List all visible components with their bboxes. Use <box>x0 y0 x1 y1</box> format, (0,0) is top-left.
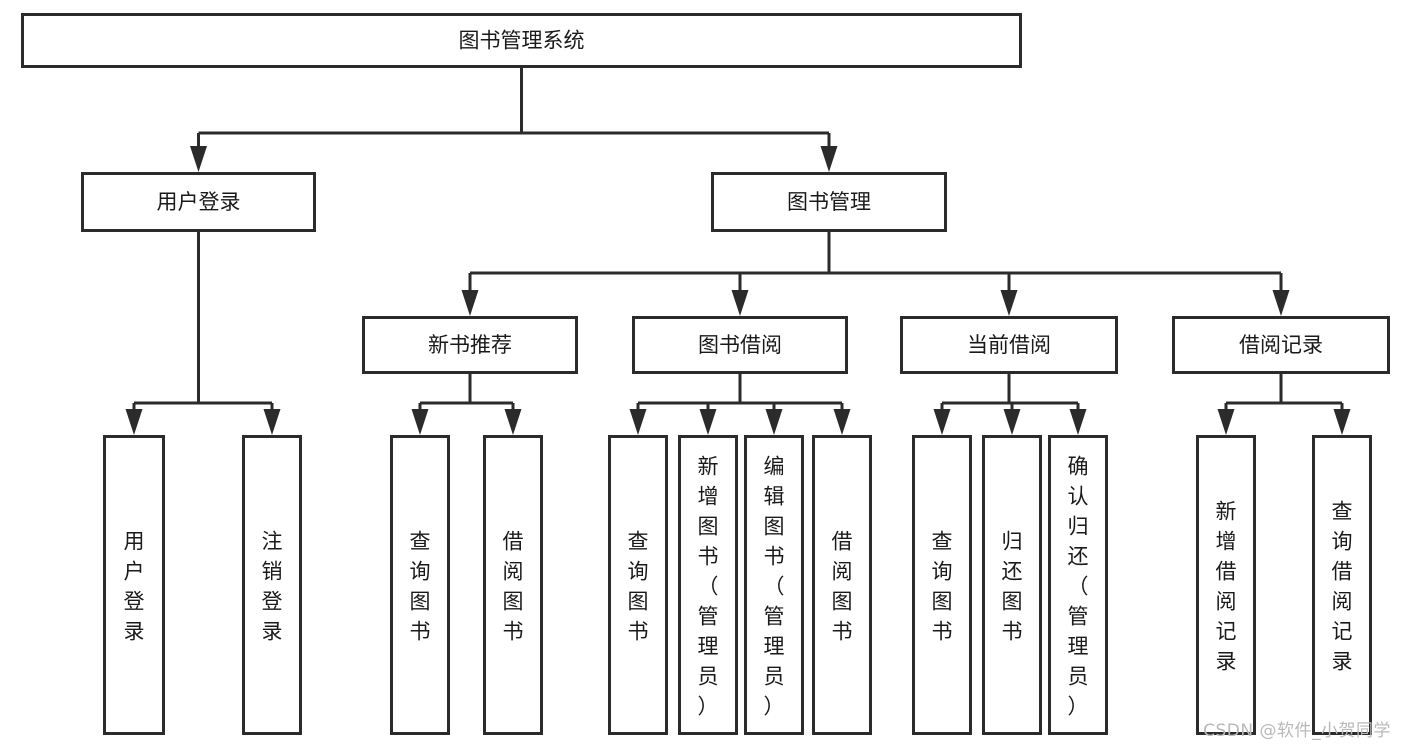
arrow-head-current-borrow <box>1000 290 1018 316</box>
arrow-head-new-book-rec <box>461 290 479 316</box>
node-leaf-add-book[interactable]: 新增图书（管理员） <box>678 435 738 735</box>
node-box-leaf-query-record <box>1312 435 1372 735</box>
node-label-leaf-edit-book: 编辑图书（管理员） <box>764 454 785 718</box>
node-label-leaf-logout: 注销登录 <box>262 529 283 643</box>
node-leaf-borrow-book-rec[interactable]: 借阅图书 <box>483 435 543 735</box>
arrow-head-leaf-add-book <box>699 409 717 435</box>
node-label-root: 图书管理系统 <box>459 29 585 53</box>
arrow-head-leaf-add-record <box>1217 409 1235 435</box>
node-label-leaf-query-book-rec: 查询图书 <box>410 529 431 643</box>
arrow-head-book-manage <box>820 146 838 172</box>
arrow-head-leaf-logout <box>263 409 281 435</box>
node-box-leaf-confirm-return <box>1048 435 1108 735</box>
node-label-user-login: 用户登录 <box>157 190 241 214</box>
node-box-leaf-add-record <box>1196 435 1256 735</box>
node-leaf-query-book-cur[interactable]: 查询图书 <box>912 435 972 735</box>
arrow-head-leaf-query-record <box>1333 409 1351 435</box>
node-box-book-manage <box>711 172 947 232</box>
node-box-leaf-borrow-book-rec <box>483 435 543 735</box>
arrow-head-leaf-user-login <box>125 409 143 435</box>
node-leaf-add-record[interactable]: 新增借阅记录 <box>1196 435 1256 735</box>
node-label-leaf-add-book: 新增图书（管理员） <box>698 454 719 718</box>
node-leaf-query-book-borrow[interactable]: 查询图书 <box>608 435 668 735</box>
node-box-user-login <box>81 172 316 232</box>
node-leaf-query-record[interactable]: 查询借阅记录 <box>1312 435 1372 735</box>
node-box-leaf-edit-book <box>744 435 804 735</box>
node-box-book-borrow <box>632 316 848 374</box>
node-leaf-user-login[interactable]: 用户登录 <box>103 435 165 735</box>
node-box-current-borrow <box>900 316 1118 374</box>
node-box-leaf-add-book <box>678 435 738 735</box>
node-box-borrow-record <box>1172 316 1390 374</box>
arrow-head-leaf-return-book <box>1003 409 1021 435</box>
arrow-head-leaf-edit-book <box>765 409 783 435</box>
watermark: CSDN @软件_小贺同学 <box>1203 721 1391 741</box>
node-leaf-query-book-rec[interactable]: 查询图书 <box>390 435 450 735</box>
node-leaf-edit-book[interactable]: 编辑图书（管理员） <box>744 435 804 735</box>
node-layer: 图书管理系统用户登录图书管理新书推荐图书借阅当前借阅借阅记录用户登录注销登录查询… <box>21 13 1390 735</box>
node-new-book-rec[interactable]: 新书推荐 <box>362 316 578 374</box>
node-label-leaf-borrow-book: 借阅图书 <box>832 529 853 643</box>
node-user-login[interactable]: 用户登录 <box>81 172 316 232</box>
node-leaf-logout[interactable]: 注销登录 <box>242 435 302 735</box>
node-box-leaf-borrow-book <box>812 435 872 735</box>
arrow-head-leaf-borrow-book-rec <box>504 409 522 435</box>
node-borrow-record[interactable]: 借阅记录 <box>1172 316 1390 374</box>
arrow-head-borrow-record <box>1272 290 1290 316</box>
node-label-leaf-query-book-cur: 查询图书 <box>932 529 953 643</box>
node-label-leaf-add-record: 新增借阅记录 <box>1216 499 1237 673</box>
arrow-head-leaf-confirm-return <box>1069 409 1087 435</box>
node-box-leaf-query-book-borrow <box>608 435 668 735</box>
node-leaf-return-book[interactable]: 归还图书 <box>982 435 1042 735</box>
node-label-leaf-borrow-book-rec: 借阅图书 <box>503 529 524 643</box>
node-box-root <box>21 13 1022 68</box>
node-label-new-book-rec: 新书推荐 <box>428 333 512 357</box>
node-label-book-borrow: 图书借阅 <box>698 333 782 357</box>
arrow-head-leaf-query-book-cur <box>933 409 951 435</box>
node-label-leaf-confirm-return: 确认归还（管理员） <box>1068 454 1089 718</box>
node-label-book-manage: 图书管理 <box>787 190 871 214</box>
node-label-leaf-query-book-borrow: 查询图书 <box>628 529 649 643</box>
node-book-borrow[interactable]: 图书借阅 <box>632 316 848 374</box>
arrow-head-user-login <box>190 146 207 172</box>
node-label-leaf-return-book: 归还图书 <box>1002 529 1023 643</box>
node-current-borrow[interactable]: 当前借阅 <box>900 316 1118 374</box>
node-box-leaf-logout <box>242 435 302 735</box>
node-box-new-book-rec <box>362 316 578 374</box>
node-box-leaf-return-book <box>982 435 1042 735</box>
node-root[interactable]: 图书管理系统 <box>21 13 1022 68</box>
node-label-borrow-record: 借阅记录 <box>1239 333 1323 357</box>
node-box-leaf-user-login <box>103 435 165 735</box>
arrow-head-leaf-borrow-book <box>833 409 851 435</box>
node-book-manage[interactable]: 图书管理 <box>711 172 947 232</box>
node-leaf-borrow-book[interactable]: 借阅图书 <box>812 435 872 735</box>
node-label-leaf-query-record: 查询借阅记录 <box>1332 499 1353 673</box>
arrow-head-leaf-query-book-rec <box>411 409 429 435</box>
node-box-leaf-query-book-rec <box>390 435 450 735</box>
arrow-head-book-borrow <box>731 290 749 316</box>
node-label-leaf-user-login: 用户登录 <box>124 529 145 643</box>
arrow-head-leaf-query-book-borrow <box>629 409 647 435</box>
node-label-current-borrow: 当前借阅 <box>967 333 1051 357</box>
edge-layer <box>125 68 1351 435</box>
node-leaf-confirm-return[interactable]: 确认归还（管理员） <box>1048 435 1108 735</box>
node-box-leaf-query-book-cur <box>912 435 972 735</box>
